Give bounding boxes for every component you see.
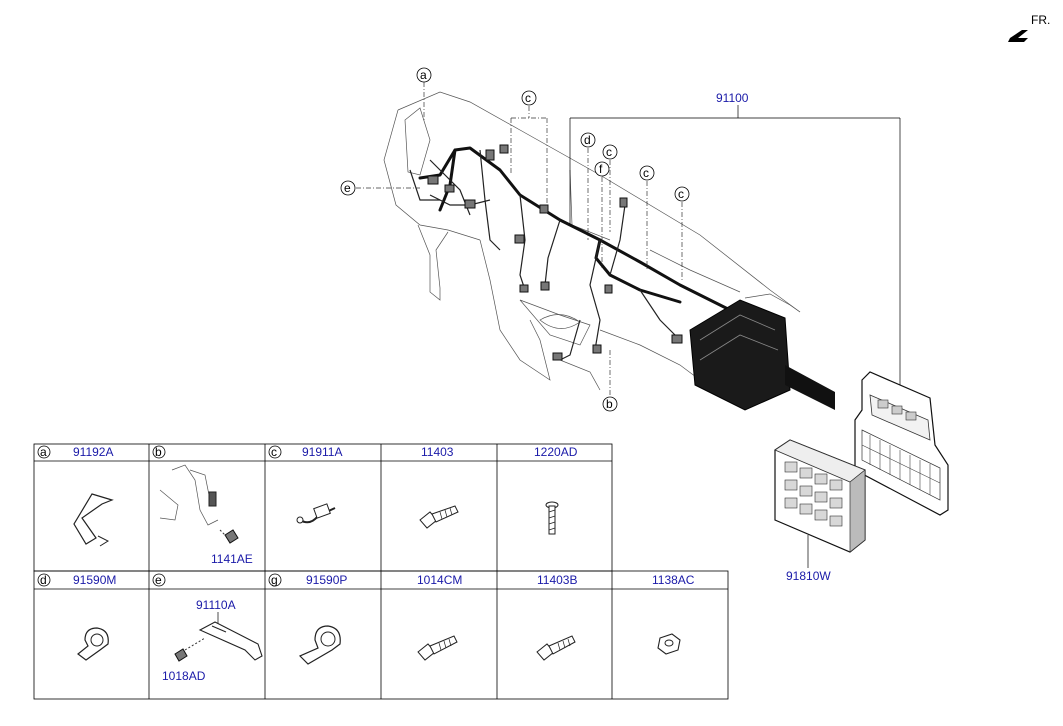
- cell-e-bolt-code: 1018AD: [162, 669, 206, 683]
- callout-leaders: [356, 82, 901, 568]
- callout-clip-d: d: [580, 132, 596, 148]
- cell-c-letter: c: [271, 445, 277, 459]
- cell-1138ac-code: 1138AC: [652, 573, 695, 587]
- table-cell-e: e 91110A 1018AD: [152, 573, 263, 683]
- cell-d-letter: d: [40, 573, 47, 587]
- callout-b-label: b: [606, 397, 613, 411]
- callout-d-label: d: [584, 133, 591, 147]
- junction-box-91810w: 91810W: [774, 439, 866, 583]
- table-cell-1220ad: 1220AD: [534, 445, 578, 535]
- callout-clip-f: f: [594, 161, 610, 177]
- table-cell-c: c 91911A: [268, 445, 342, 524]
- dashboard-outline: [383, 91, 801, 391]
- table-cell-g: g 91590P: [268, 573, 347, 665]
- cell-g-code: 91590P: [306, 573, 347, 587]
- callout-bracket-e: e: [340, 180, 356, 196]
- harness-part-number: 91100: [716, 91, 749, 105]
- callout-bracket-a: a: [416, 67, 432, 83]
- front-direction-indicator: FR.: [1008, 13, 1050, 42]
- cell-e-bracket-code: 91110A: [196, 598, 236, 612]
- cell-b-screw-code: 1141AE: [211, 552, 253, 566]
- callout-clip-c-top: c: [521, 90, 537, 106]
- junction-box-part-number: 91810W: [786, 569, 831, 583]
- cell-11403-code: 11403: [421, 445, 454, 459]
- parts-table: [33, 443, 729, 700]
- callout-clip-c-3: c: [639, 165, 655, 181]
- cell-11403b-code: 11403B: [537, 573, 577, 587]
- callout-clip-c-2: c: [602, 144, 618, 160]
- table-cell-11403b: 11403B: [536, 573, 577, 661]
- front-arrow-icon: [1008, 30, 1028, 42]
- cell-b-letter: b: [155, 445, 162, 459]
- table-cell-11403: 11403: [419, 445, 459, 529]
- callout-clip-c-4: c: [674, 186, 690, 202]
- callout-clip-b: b: [602, 396, 618, 412]
- callout-a-label: a: [420, 68, 427, 82]
- callout-c4-label: c: [678, 187, 684, 201]
- callout-harness-91100: 91100: [716, 91, 749, 105]
- cell-e-letter: e: [155, 573, 162, 587]
- callout-e-label: e: [344, 181, 351, 195]
- table-cell-1138ac: 1138AC: [652, 573, 695, 655]
- cell-1014cm-code: 1014CM: [417, 573, 462, 587]
- table-cell-b: b 1141AE: [152, 445, 253, 566]
- main-harness: [409, 144, 772, 361]
- table-cell-1014cm: 1014CM: [417, 573, 462, 661]
- callout-c3-label: c: [643, 166, 649, 180]
- cell-g-letter: g: [271, 573, 278, 587]
- front-direction-label: FR.: [1031, 13, 1050, 27]
- callout-c2-label: c: [606, 145, 612, 159]
- junction-block-installed: [689, 299, 835, 411]
- cell-1220ad-code: 1220AD: [534, 445, 578, 459]
- relay-box-frame: [854, 371, 949, 516]
- callout-c-label: c: [525, 91, 531, 105]
- callout-f-label: f: [599, 162, 603, 176]
- table-cell-d: d 91590M: [37, 573, 116, 661]
- cell-d-code: 91590M: [73, 573, 116, 587]
- table-cell-a: a 91192A: [37, 445, 114, 547]
- cell-a-code: 91192A: [73, 445, 113, 459]
- cell-a-letter: a: [40, 445, 47, 459]
- cell-c-code: 91911A: [302, 445, 342, 459]
